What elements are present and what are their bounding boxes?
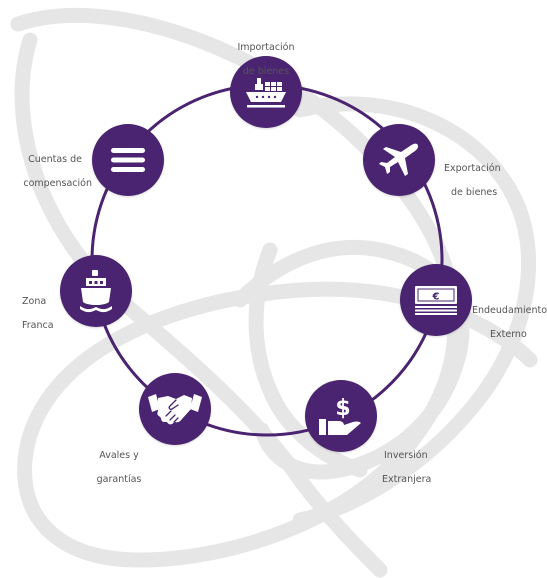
node-endeudamiento[interactable]: € [400, 264, 472, 336]
node-inversion[interactable]: $ [305, 380, 377, 452]
label-exportacion-line1: Exportación [444, 163, 501, 174]
cargo-ship-icon [246, 78, 286, 108]
label-avales: Avales y garantías [88, 438, 150, 498]
dollar-symbol: $ [335, 396, 350, 421]
label-exportacion-line2: de bienes [451, 187, 498, 198]
label-zona-line2: Franca [22, 320, 54, 331]
label-endeudamiento-line2: Externo [490, 329, 527, 340]
swirl-outer [10, 7, 538, 568]
dollar-hand-icon: $ [319, 396, 361, 435]
label-inversion-line2: Extranjera [382, 474, 432, 485]
label-endeudamiento: Endeudamiento Externo [472, 293, 547, 353]
node-avales[interactable] [139, 373, 211, 445]
node-zona[interactable] [60, 255, 132, 327]
label-endeudamiento-line1: Endeudamiento [472, 305, 547, 316]
label-importacion-line1: Importación [237, 42, 295, 53]
label-importacion-line2: de bienes [242, 66, 290, 77]
label-avales-line1: Avales y [99, 450, 139, 461]
label-cuentas: Cuentas de compensación [6, 142, 92, 202]
label-avales-line2: garantías [96, 474, 142, 485]
airplane-icon [379, 143, 419, 176]
label-inversion: Inversión Extranjera [382, 438, 442, 498]
label-cuentas-line1: Cuentas de [28, 154, 82, 165]
label-importacion: Importación de bienes [216, 30, 316, 90]
label-exportacion: Exportación de bienes [444, 151, 504, 211]
label-inversion-line1: Inversión [384, 450, 428, 461]
label-cuentas-line2: compensación [23, 178, 92, 189]
node-importacion[interactable] [230, 56, 302, 128]
swirl-mid [248, 242, 368, 478]
swirl-right [292, 96, 537, 528]
node-cuentas[interactable] [92, 124, 164, 196]
label-zona-line1: Zona [22, 296, 47, 307]
euro-symbol: € [432, 292, 440, 303]
ferry-icon [80, 270, 112, 313]
node-exportacion[interactable] [363, 124, 435, 196]
label-zona: Zona Franca [22, 284, 62, 344]
handshake-icon [148, 394, 202, 425]
list-icon [111, 148, 145, 172]
swirl-bottom [232, 239, 470, 480]
euro-banknotes-icon: € [415, 286, 457, 315]
